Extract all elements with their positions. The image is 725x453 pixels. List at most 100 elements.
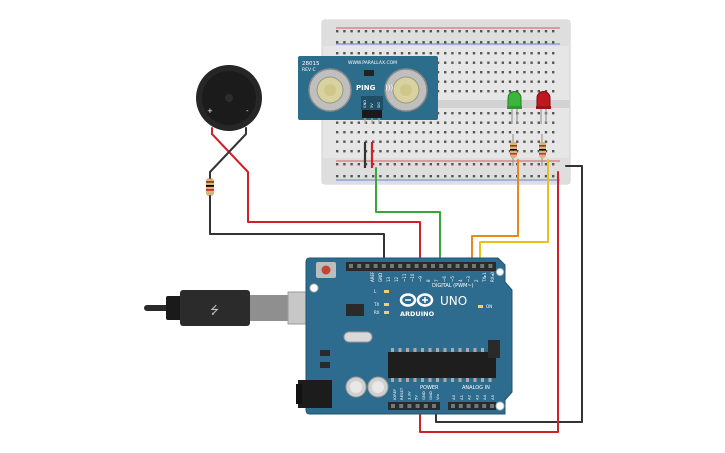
- bb-hole: [508, 112, 512, 115]
- header-pin[interactable]: [447, 264, 452, 268]
- bb-hole: [379, 41, 382, 44]
- bb-hole: [444, 175, 447, 178]
- header-pin[interactable]: [406, 264, 411, 268]
- header-pin[interactable]: [423, 404, 428, 408]
- digital-pin-label: ~9: [418, 276, 423, 282]
- bb-hole: [429, 52, 432, 55]
- header-pin[interactable]: [474, 404, 479, 408]
- bb-hole: [537, 30, 540, 33]
- header-pin[interactable]: [466, 404, 471, 408]
- header-pin[interactable]: [482, 404, 487, 408]
- bb-hole: [451, 121, 454, 124]
- buzzer-minus-label: -: [246, 107, 249, 115]
- bb-hole: [343, 150, 346, 153]
- header-pin[interactable]: [463, 264, 468, 268]
- chip-pin: [458, 378, 462, 382]
- bb-hole: [364, 175, 368, 178]
- bb-hole: [552, 61, 555, 64]
- header-pin[interactable]: [357, 264, 362, 268]
- header-pin[interactable]: [439, 264, 444, 268]
- bb-hole: [386, 30, 389, 33]
- header-pin[interactable]: [480, 264, 485, 268]
- bb-hole: [552, 150, 555, 153]
- digital-pin-label: AREF: [370, 271, 375, 282]
- bb-hole: [400, 41, 404, 44]
- header-pin[interactable]: [381, 264, 386, 268]
- bb-hole: [537, 41, 540, 44]
- header-pin[interactable]: [458, 404, 463, 408]
- bb-hole: [487, 131, 490, 134]
- bb-hole: [523, 41, 526, 44]
- bb-hole: [429, 175, 432, 178]
- wire-green-led: [471, 159, 519, 263]
- header-pin[interactable]: [391, 404, 395, 408]
- bb-hole: [357, 163, 360, 166]
- arduino-logo-icon: [399, 293, 434, 307]
- header-pin[interactable]: [431, 264, 435, 268]
- header-pin[interactable]: [455, 264, 460, 268]
- header-pin[interactable]: [390, 264, 394, 268]
- bb-hole: [530, 112, 533, 115]
- bb-hole: [336, 175, 339, 178]
- bb-hole: [386, 163, 389, 166]
- bb-hole: [429, 140, 432, 143]
- bb-hole: [544, 80, 548, 83]
- header-pin[interactable]: [490, 404, 494, 408]
- header-pin[interactable]: [451, 404, 455, 408]
- bb-hole: [508, 61, 512, 64]
- bb-hole: [544, 131, 548, 134]
- bb-hole: [444, 90, 447, 93]
- header-pin[interactable]: [432, 404, 436, 408]
- bb-hole: [444, 131, 447, 134]
- header-pin[interactable]: [365, 264, 370, 268]
- bb-hole: [508, 175, 512, 178]
- header-pin[interactable]: [407, 404, 412, 408]
- reset-button[interactable]: [321, 265, 331, 275]
- bb-hole: [393, 150, 396, 153]
- bb-hole: [494, 131, 497, 134]
- bb-hole: [343, 175, 346, 178]
- bb-hole: [379, 121, 382, 124]
- rx-led-label: RX: [374, 310, 380, 315]
- digital-pin-label: ~10: [410, 273, 415, 282]
- header-pin[interactable]: [415, 404, 420, 408]
- chip-pins: [391, 348, 492, 382]
- chip-pin: [458, 348, 462, 352]
- bb-hole: [487, 175, 490, 178]
- header-pin[interactable]: [373, 264, 378, 268]
- bb-hole: [343, 131, 346, 134]
- header-pin[interactable]: [399, 404, 404, 408]
- header-pin[interactable]: [398, 264, 403, 268]
- bb-hole: [465, 30, 468, 33]
- header-pin[interactable]: [349, 264, 353, 268]
- bb-hole: [537, 163, 540, 166]
- analog-pin-label: A2: [467, 394, 472, 400]
- header-pin[interactable]: [472, 264, 476, 268]
- bb-hole: [501, 41, 504, 44]
- bb-hole: [408, 30, 411, 33]
- bb-hole: [379, 30, 382, 33]
- bb-hole: [552, 90, 555, 93]
- bb-hole: [537, 112, 540, 115]
- chip-pin: [391, 378, 394, 382]
- header-pin[interactable]: [414, 264, 419, 268]
- bb-hole: [494, 175, 497, 178]
- bb-hole: [415, 41, 418, 44]
- bb-hole: [472, 175, 476, 178]
- bb-hole: [400, 52, 404, 55]
- header-pin[interactable]: [488, 264, 493, 268]
- bb-hole: [386, 52, 389, 55]
- bb-hole: [336, 52, 339, 55]
- bb-hole: [480, 41, 483, 44]
- bb-hole: [472, 30, 476, 33]
- bb-hole: [458, 61, 461, 64]
- digital-pin-label: ~11: [402, 273, 407, 282]
- bb-hole: [465, 61, 468, 64]
- digital-pin-label: 7: [434, 279, 439, 282]
- bb-hole: [472, 90, 476, 93]
- chip-pin: [466, 378, 469, 382]
- bb-hole: [343, 52, 346, 55]
- bb-hole: [508, 90, 512, 93]
- bb-hole: [386, 121, 389, 124]
- header-pin[interactable]: [422, 264, 427, 268]
